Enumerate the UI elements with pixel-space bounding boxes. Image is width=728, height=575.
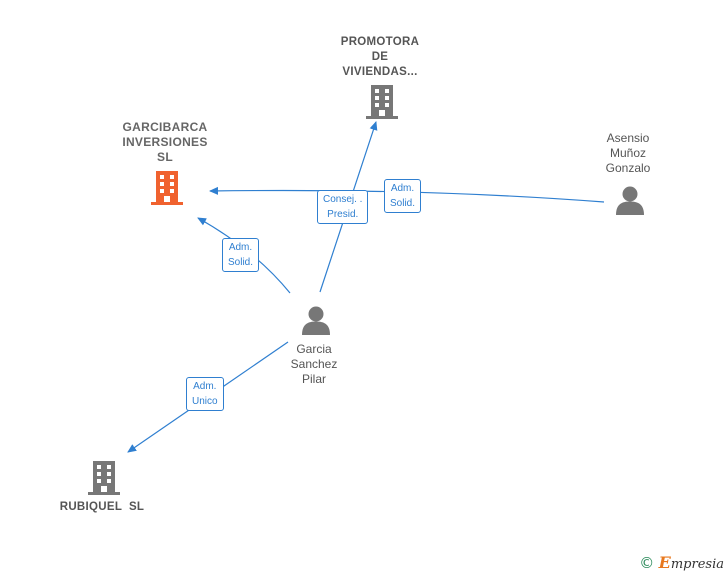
edge-label-adm-solid-left-line1: Adm.	[228, 242, 253, 253]
copyright-icon: ©	[639, 554, 655, 572]
person-icon-asensio[interactable]	[615, 186, 645, 216]
edge-label-consej-line1: Consej. .	[323, 194, 363, 205]
building-icon-garcibarca[interactable]	[151, 171, 183, 205]
promotora-label-line2: DE	[371, 51, 389, 63]
empresia-logo: © Empresia	[639, 553, 724, 572]
edge-label-consej-presid[interactable]: Consej. . Presid.	[317, 190, 369, 224]
edge-label-adm-solid-top-line2: Solid.	[390, 198, 416, 209]
garcibarca-label-line3: SL	[157, 150, 173, 164]
promotora-label: PROMOTORA DE VIVIENDAS...	[320, 35, 440, 80]
asensio-label-line2: Muñoz	[609, 146, 647, 160]
edge-label-adm-solid-top-line1: Adm.	[390, 183, 415, 194]
garcibarca-label: GARCIBARCA INVERSIONES SL	[105, 120, 225, 165]
asensio-label: Asensio Muñoz Gonzalo	[583, 131, 673, 176]
rubiquel-label-line1: RUBIQUEL SL	[59, 501, 145, 513]
edge-label-adm-solid-left-line2: Solid.	[228, 257, 254, 268]
edge-label-adm-unico[interactable]: Adm. Unico	[186, 377, 224, 411]
person-icon-garcia[interactable]	[301, 306, 331, 336]
garcia-label-line3: Pilar	[301, 372, 326, 386]
promotora-label-line3: VIVIENDAS...	[342, 66, 418, 78]
edge-label-adm-unico-line2: Unico	[192, 396, 218, 407]
edge-label-adm-solid-top[interactable]: Adm. Solid.	[384, 179, 422, 213]
garcibarca-label-line1: GARCIBARCA	[122, 120, 208, 134]
promotora-label-line1: PROMOTORA	[340, 36, 420, 48]
asensio-label-line3: Gonzalo	[605, 161, 651, 175]
garcibarca-label-line2: INVERSIONES	[122, 135, 208, 149]
brand-initial: E	[658, 553, 671, 572]
asensio-label-line1: Asensio	[606, 131, 650, 145]
garcia-label: Garcia Sanchez Pilar	[269, 342, 359, 387]
edge-label-adm-solid-left[interactable]: Adm. Solid.	[222, 238, 260, 272]
edge-label-consej-line2: Presid.	[327, 209, 359, 220]
brand-name: mpresia	[670, 557, 724, 572]
edge-label-adm-unico-line1: Adm.	[193, 381, 217, 392]
rubiquel-label: RUBIQUEL SL	[42, 500, 162, 515]
garcia-label-line2: Sanchez	[290, 357, 338, 371]
building-icon-promotora[interactable]	[366, 85, 398, 119]
building-icon-rubiquel[interactable]	[88, 461, 120, 495]
garcia-label-line1: Garcia	[296, 342, 332, 356]
